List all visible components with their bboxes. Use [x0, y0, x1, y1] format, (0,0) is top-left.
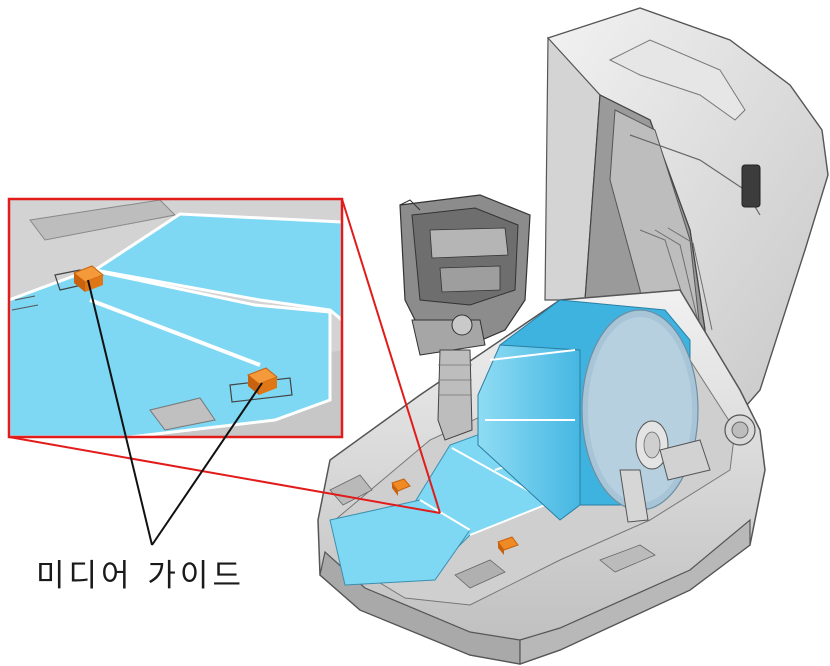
zoom-inset	[7, 197, 344, 439]
printer-illustration	[317, 7, 829, 665]
media-guide-label: 미디어 가이드	[36, 558, 245, 594]
zoom-leader-lines	[8, 198, 441, 514]
label-roll-icon	[477, 299, 711, 523]
print-head-assembly	[399, 194, 531, 441]
media-guide-icon	[391, 478, 519, 555]
callout-pointer-lines	[87, 279, 263, 546]
